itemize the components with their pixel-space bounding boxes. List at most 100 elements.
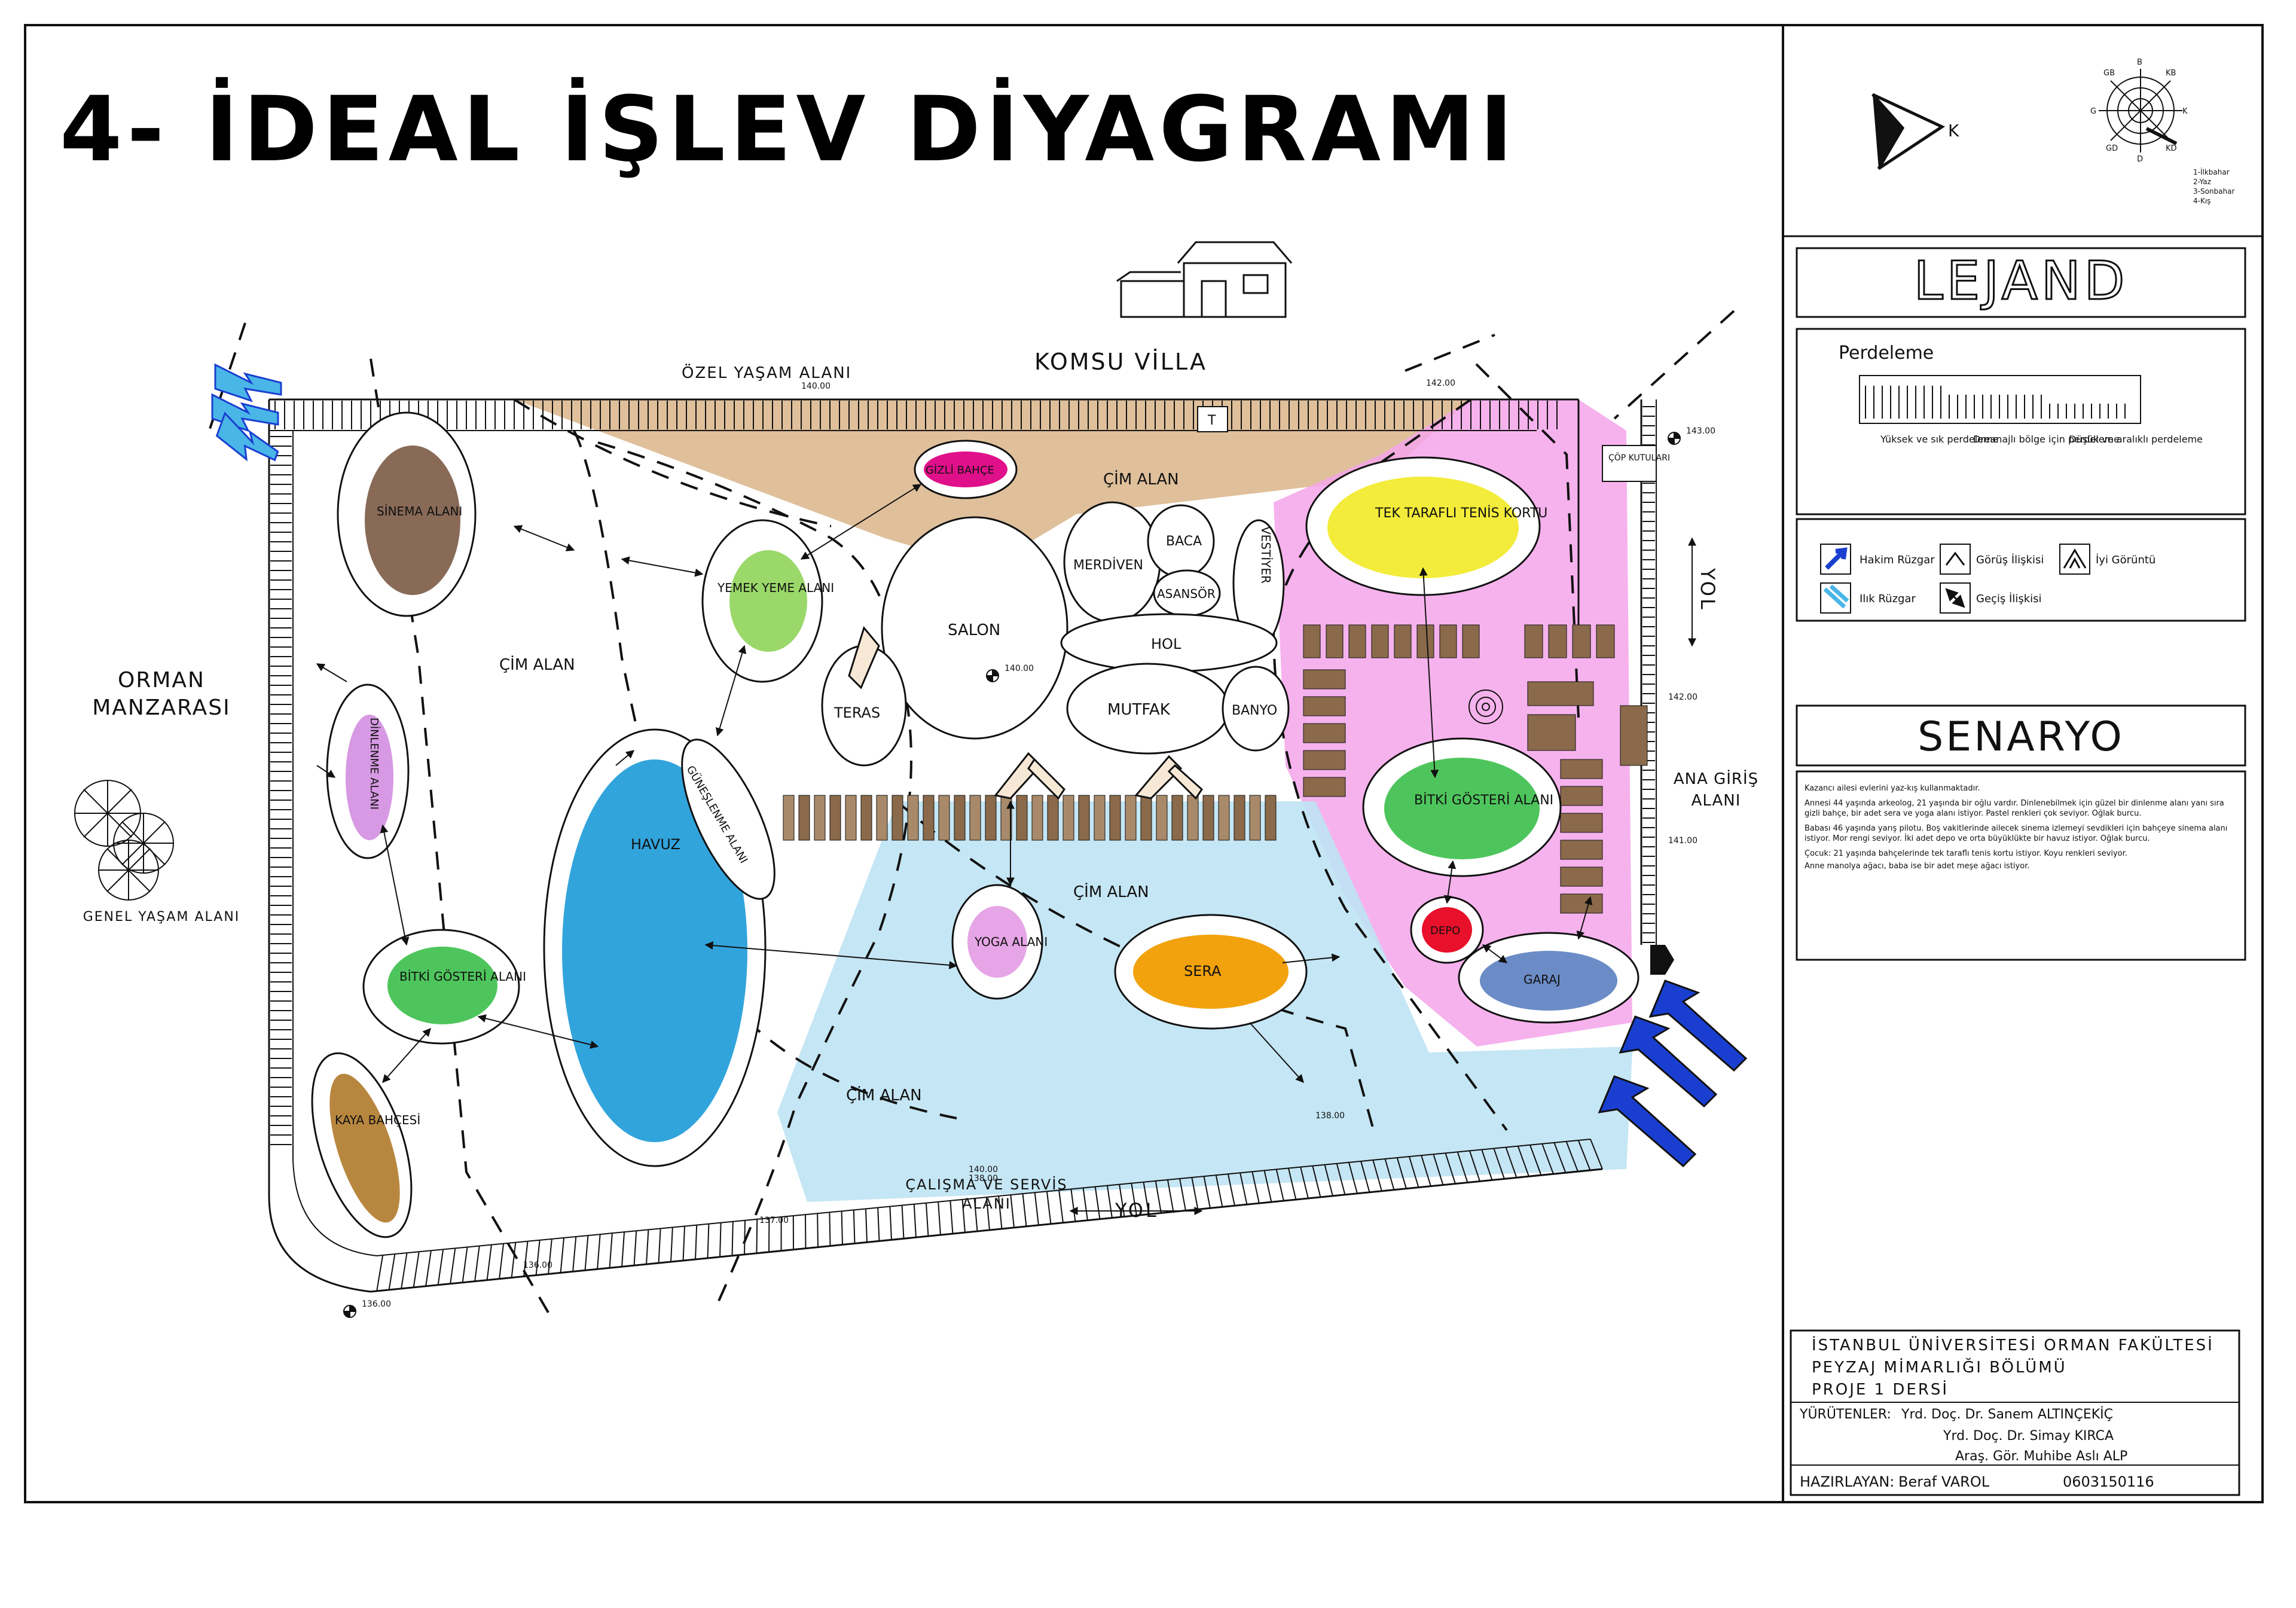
label-cim-mid: ÇİM ALAN	[1073, 882, 1149, 901]
elevation-marker: 142.00	[1426, 379, 1455, 388]
tb-supervisor-3: Araş. Gör. Muhibe Aslı ALP	[1955, 1449, 2127, 1464]
elevation-label: 141.00	[1668, 836, 1697, 846]
legend-iyi-goruntu: İyi Görüntü	[2096, 554, 2155, 566]
scenario-text: Kazancı ailesi evlerini yaz-kış kullanma…	[1805, 784, 2227, 871]
title-block	[1790, 1329, 2240, 1496]
sheet-frame	[24, 24, 2264, 1503]
paving-stones	[783, 624, 1648, 914]
elevation-marker: 138.00	[969, 1174, 998, 1183]
elevation-label: 140.00	[1004, 664, 1034, 673]
screening-sample	[1859, 375, 2141, 424]
tb-prepared-by: Beraf VAROL	[1898, 1473, 1990, 1490]
label-ozel-yasam: ÖZEL YAŞAM ALANI	[682, 363, 851, 382]
season-notes: 1-İlkbahar 2-Yaz 3-Sonbahar 4-Kış	[2193, 167, 2234, 205]
svg-text:GARAJ: GARAJ	[1523, 972, 1561, 987]
label-calisma: ÇALIŞMA VE SERVİS ALANI	[905, 1176, 1066, 1212]
symbol-legend-box	[1796, 518, 2246, 622]
t-box	[1197, 406, 1228, 432]
label-cop: ÇÖP KUTULARI	[1608, 452, 1670, 463]
tb-university: İSTANBUL ÜNİVERSİTESİ ORMAN FAKÜLTESİ	[1812, 1335, 2214, 1354]
zone-dinlenme: DİNLENME ALANI	[326, 684, 410, 859]
screening-item-1: Yüksek ve sık perdeleme	[1880, 434, 1998, 445]
iyi-goruntu-icon	[2059, 544, 2090, 575]
scenario-box	[1796, 770, 2246, 961]
room-salon: SALON	[948, 621, 1000, 639]
main-entrance-marker-icon	[1650, 945, 1674, 975]
label-yol-bottom: YOL	[1115, 1199, 1159, 1222]
elevation-label: 140.00	[801, 382, 831, 391]
fountain-icon	[1468, 689, 1503, 724]
svg-text:HAVUZ: HAVUZ	[631, 836, 680, 853]
tb-supervisor-2: Yrd. Doç. Dr. Simay KIRCA	[1943, 1429, 2114, 1444]
svg-text:BİTKİ GÖSTERİ ALANI: BİTKİ GÖSTERİ ALANI	[399, 969, 526, 984]
room-mutfak: MUTFAK	[1107, 701, 1171, 719]
compass-kb: KB	[2166, 69, 2176, 78]
legend-title: LEJAND	[1914, 250, 2129, 312]
compass-d: D	[2137, 155, 2143, 164]
screening-label: Perdeleme	[1839, 343, 1934, 364]
screening-item-2: Dreanajlı bölge için perdeleme	[1973, 434, 2120, 445]
zone-yoga: YOGA ALANI	[951, 884, 1048, 1000]
compass-b: B	[2137, 58, 2142, 67]
zone-tenis: TEK TARAFLI TENİS KORTU	[1305, 456, 1547, 596]
svg-text:BİTKİ GÖSTERİ ALANI: BİTKİ GÖSTERİ ALANI	[1414, 792, 1553, 808]
compass-g: G	[2090, 107, 2096, 116]
relation-arrows	[316, 484, 1593, 1084]
screening-item-3: Düşük ve aralıklı perdeleme	[2069, 434, 2203, 445]
zone-kaya-bahcesi: KAYA BAHÇESİ	[311, 1052, 420, 1238]
svg-text:GİZLİ BAHÇE: GİZLİ BAHÇE	[926, 464, 994, 477]
cool-wind-arrows	[211, 363, 282, 462]
elevation-marker: 141.00	[1668, 836, 1697, 846]
elevation-label: 136.00	[362, 1299, 391, 1309]
svg-text:TEK TARAFLI TENİS KORTU: TEK TARAFLI TENİS KORTU	[1375, 505, 1547, 521]
house-rooms	[821, 501, 1290, 767]
elevation-marker: 136.00	[523, 1261, 552, 1270]
neighbor-villa-icon	[1116, 241, 1293, 318]
legend-ilik-ruzgar: Ilık Rüzgar	[1860, 593, 1916, 605]
zone-sera: SERA	[1114, 914, 1308, 1030]
elevation-marker: 140.00	[969, 1165, 998, 1174]
ilik-ruzgar-icon	[1820, 582, 1851, 614]
legend-hakim-ruzgar: Hakim Rüzgar	[1860, 554, 1935, 566]
svg-text:DEPO: DEPO	[1430, 924, 1460, 937]
tree-group-icon	[74, 780, 174, 901]
elevation-markers: 140.00 142.00 143.00 140.00 142.00 141.00 140.…	[343, 379, 1715, 1318]
svg-text:1-İlkbahar: 1-İlkbahar	[2193, 167, 2230, 176]
room-merdiven: MERDİVEN	[1073, 557, 1143, 573]
svg-text:YOGA ALANI: YOGA ALANI	[974, 935, 1048, 949]
svg-text:4-Kış: 4-Kış	[2193, 197, 2210, 205]
scenario-title-box	[1796, 704, 2246, 767]
label-orman-manzarasi: ORMAN MANZARASI	[92, 668, 230, 720]
zone-sinema: SİNEMA ALANI	[337, 411, 477, 617]
label-cim-top: ÇİM ALAN	[1103, 469, 1179, 489]
north-arrow-icon: K	[1871, 93, 1959, 170]
svg-text:KAYA BAHÇESİ: KAYA BAHÇESİ	[335, 1113, 420, 1127]
elevation-label: 142.00	[1668, 692, 1697, 702]
svg-text:SİNEMA ALANI: SİNEMA ALANI	[377, 504, 462, 518]
gecis-iliskisi-icon	[1940, 582, 1971, 614]
compass-direction-labels: B KB K KD D GD G GB	[2090, 58, 2188, 164]
svg-text:3-Sonbahar: 3-Sonbahar	[2193, 187, 2234, 196]
zone-bitki-right: BİTKİ GÖSTERİ ALANI	[1362, 737, 1562, 877]
compass-rose-icon	[2099, 69, 2182, 152]
elevation-label: 136.00	[523, 1261, 552, 1270]
elevation-marker: 142.00	[1668, 692, 1697, 702]
room-asansor: ASANSÖR	[1157, 587, 1216, 601]
scenario-title: SENARYO	[1918, 713, 2124, 761]
boundary-hatching	[270, 401, 1655, 1292]
elevation-marker: 140.00	[801, 382, 831, 391]
compass-gb: GB	[2103, 69, 2115, 78]
elevation-label: 143.00	[1686, 426, 1715, 436]
room-baca: BACA	[1166, 534, 1202, 549]
zone-yemek-label: YEMEK YEME ALANI	[717, 581, 834, 595]
tb-supervisor-1: Yrd. Doç. Dr. Sanem ALTINÇEKİÇ	[1901, 1406, 2113, 1422]
legend-title-box	[1796, 247, 2246, 318]
elevation-marker: 136.00	[343, 1299, 391, 1318]
north-label: K	[1948, 121, 1959, 141]
zone-yemek: YEMEK YEME ALANI	[701, 519, 834, 683]
label-ana-giris: ANA GİRİŞ ALANI	[1674, 770, 1758, 810]
elevation-marker: 138.00	[1315, 1111, 1345, 1121]
label-komsu-villa: KOMSU VİLLA	[1034, 349, 1207, 375]
hakim-ruzgar-icon	[1820, 544, 1851, 575]
